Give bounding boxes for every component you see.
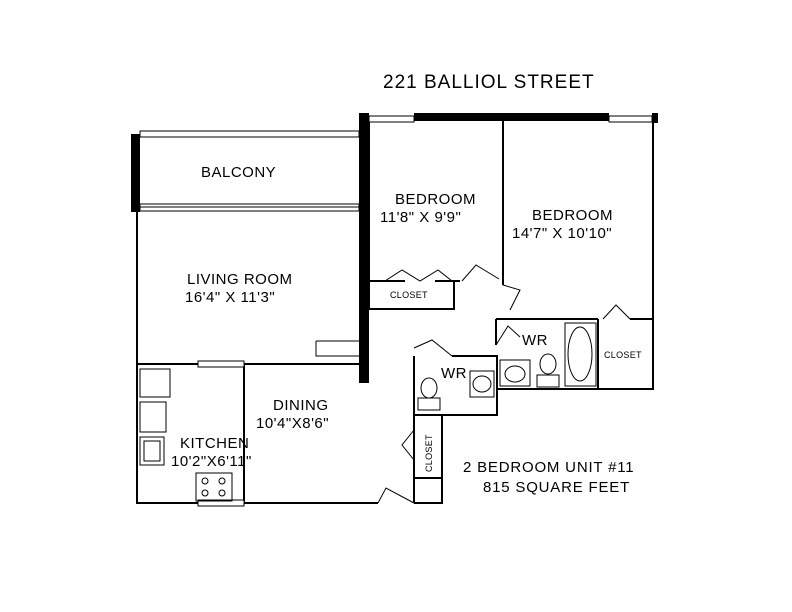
closet-bedroom2-label: CLOSET	[604, 350, 642, 360]
wr1-label: WR	[441, 365, 467, 382]
bedroom2-label: BEDROOM	[532, 207, 613, 224]
bedroom2-size: 14'7" X 10'10"	[512, 225, 612, 242]
wr2-label: WR	[522, 332, 548, 349]
bedroom1-label: BEDROOM	[395, 191, 476, 208]
thick-walls	[131, 113, 658, 383]
closet-bedroom1-label: CLOSET	[390, 290, 428, 300]
outline-walls	[136, 113, 654, 504]
kitchen-fixtures	[139, 368, 233, 502]
doors	[315, 264, 631, 504]
living-room-size: 16'4" X 11'3"	[185, 289, 275, 306]
kitchen-label: KITCHEN	[180, 435, 249, 452]
balcony-label: BALCONY	[201, 164, 276, 181]
dining-label: DINING	[273, 397, 329, 414]
dining-size: 10'4"X8'6"	[256, 415, 329, 432]
kitchen-size: 10'2"X6'11"	[171, 453, 252, 470]
closet-hall-label: CLOSET	[424, 434, 434, 472]
unit-info-line2: 815 SQUARE FEET	[483, 479, 630, 496]
plan-title: 221 BALLIOL STREET	[383, 72, 595, 93]
unit-info-line1: 2 BEDROOM UNIT #11	[463, 459, 634, 476]
living-room-label: LIVING ROOM	[187, 271, 293, 288]
bedroom1-size: 11'8" X 9'9"	[380, 209, 461, 226]
bath-fixtures	[417, 322, 597, 411]
windows	[139, 115, 653, 507]
